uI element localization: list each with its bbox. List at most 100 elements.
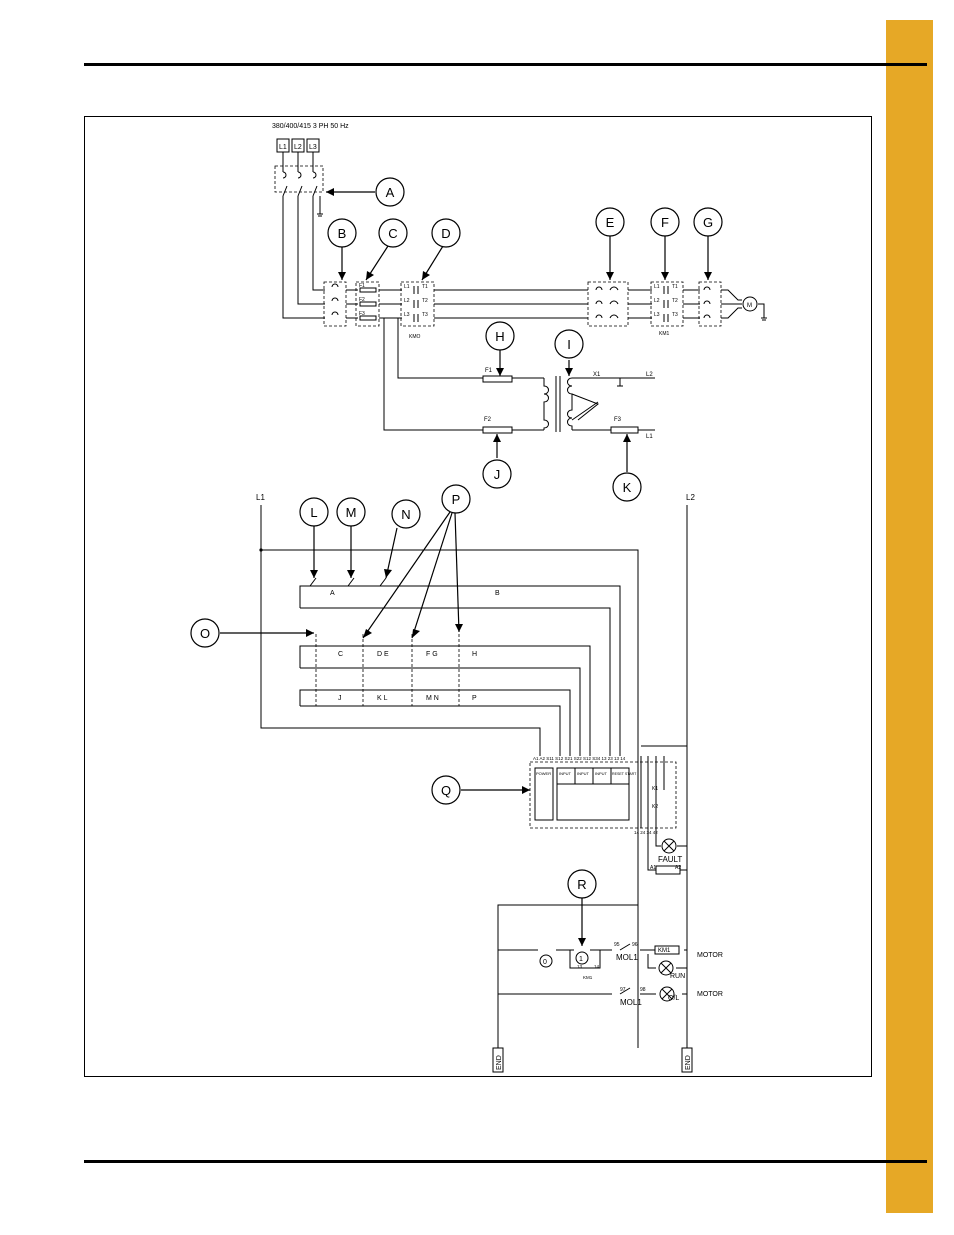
svg-text:J: J — [494, 467, 501, 482]
diagram-frame — [84, 116, 872, 1077]
main-isolator — [274, 152, 324, 217]
callout-r: R — [567, 869, 597, 899]
kmo-term-l3: L3 — [404, 312, 410, 318]
callout-h: H — [485, 321, 515, 351]
fault-label: FAULT — [658, 855, 682, 864]
svg-text:N: N — [401, 507, 410, 522]
callout-q: Q — [431, 775, 461, 805]
svg-text:B: B — [338, 226, 347, 241]
callout-g: G — [693, 207, 723, 237]
switch-letter-de: D E — [377, 651, 389, 658]
km1-term-l3: L3 — [654, 312, 660, 318]
callout-m: M — [336, 497, 366, 527]
callout-b: B — [327, 218, 357, 248]
phase-label-l1: L1 — [279, 144, 287, 151]
switch-row-2-letters: C D E F G H — [338, 651, 477, 658]
switch-row-1-letters: A B — [330, 590, 500, 597]
callout-i: I — [554, 329, 584, 359]
x1-label: X1 — [593, 372, 601, 378]
term-14: 14 — [594, 964, 600, 969]
relay-input-2: INPUT — [577, 771, 590, 776]
switch-letter-c: C — [338, 651, 343, 658]
stop-button: 0 — [543, 959, 547, 966]
fault-lamp: FAULT A1 A2 — [647, 828, 687, 875]
svg-text:L: L — [310, 505, 317, 520]
rail-l1-label: L1 — [256, 493, 265, 502]
term-97: 97 — [620, 987, 626, 993]
phase-label-l3: L3 — [309, 144, 317, 151]
breaker-b — [323, 281, 347, 327]
callout-p: P — [441, 484, 471, 514]
switch-row-3-letters: J K L M N P — [338, 695, 477, 702]
fuse-label-f3: F3 — [359, 311, 365, 317]
coil-a2: A2 — [675, 865, 681, 871]
km1-term-t2: T2 — [672, 298, 678, 304]
supply-label: 380/400/415 3 PH 50 Hz — [272, 123, 349, 130]
svg-text:H: H — [495, 329, 504, 344]
motor-symbol: M — [742, 296, 758, 312]
coil-a1: A1 — [650, 865, 656, 871]
km1-term-t3: T3 — [672, 312, 678, 318]
rail-l2-label: L2 — [686, 493, 695, 502]
svg-text:O: O — [200, 626, 210, 641]
local-isolator-g — [698, 281, 722, 327]
phase-terminals: L1 L2 L3 — [276, 138, 320, 153]
relay-k1: K1 — [652, 786, 658, 792]
svg-text:C: C — [388, 226, 397, 241]
svg-text:G: G — [703, 215, 713, 230]
switch-letter-fg: F G — [426, 651, 438, 658]
callout-o: O — [190, 618, 220, 648]
callout-e: E — [595, 207, 625, 237]
callout-n: N — [391, 499, 421, 529]
svg-text:A: A — [386, 185, 395, 200]
switch-letter-b: B — [495, 590, 500, 597]
kmo-label: KMO — [409, 334, 421, 340]
callout-d: D — [431, 218, 461, 248]
switch-letter-j: J — [338, 695, 342, 702]
callout-l: L — [299, 497, 329, 527]
km1-term-l1: L1 — [654, 284, 660, 290]
ctrl-fuse-f3: F3 — [614, 417, 622, 423]
km1-term-l2: L2 — [654, 298, 660, 304]
motor-control-rungs: 0 1 13 14 KM1 95 96 MOL1 KM1 MOTOR RUN 9… — [497, 904, 723, 1048]
kmo-term-t2: T2 — [422, 298, 428, 304]
phase-label-l2: L2 — [294, 144, 302, 151]
relay-bottom-terms: 14 24 34 42 — [634, 830, 658, 835]
svg-text:P: P — [452, 492, 461, 507]
section-tab — [886, 20, 933, 1213]
svg-text:M: M — [346, 505, 357, 520]
term-95: 95 — [614, 942, 620, 948]
mol1-label-a: MOL1 — [616, 953, 638, 962]
motor-label: M — [747, 303, 752, 309]
bottom-rule — [84, 1160, 927, 1163]
tf-l1-label: L1 — [646, 434, 653, 440]
kmo-term-t1: T1 — [422, 284, 428, 290]
svg-text:I: I — [567, 337, 571, 352]
relay-power: POWER — [536, 771, 551, 776]
switch-letter-p: P — [472, 695, 477, 702]
callout-c: C — [378, 218, 408, 248]
callout-k: K — [612, 472, 642, 502]
start-button: 1 — [579, 956, 583, 963]
relay-input-1: INPUT — [559, 771, 572, 776]
km1-label: KM1 — [659, 331, 670, 337]
callout-bubbles: A B C D E F G H I J K L M N O P Q R — [190, 177, 723, 899]
fuse-label-f1: F1 — [359, 283, 365, 289]
control-wiring — [259, 505, 688, 1048]
switch-letter-a: A — [330, 590, 335, 597]
switch-letter-mn: M N — [426, 695, 439, 702]
safety-relay-q: A1 A2 S11 S12 S21 S22 S12 S34 13 23 13 1… — [529, 745, 687, 835]
callout-f: F — [650, 207, 680, 237]
km1-small-label: KM1 — [583, 975, 593, 980]
svg-text:Q: Q — [441, 783, 451, 798]
term-98: 98 — [640, 987, 646, 993]
control-transformer: F1 F2 F3 X1 L2 L1 — [383, 318, 655, 440]
overload-e — [587, 281, 629, 327]
switch-letter-h: H — [472, 651, 477, 658]
end-terminals: END END — [492, 1047, 693, 1073]
callout-arrows — [220, 188, 712, 946]
top-rule — [84, 63, 927, 66]
svg-text:R: R — [577, 877, 586, 892]
contactor-km1: L1 T1 L2 T2 L3 T3 KM1 — [650, 281, 684, 337]
end-label-left: END — [496, 1055, 503, 1070]
